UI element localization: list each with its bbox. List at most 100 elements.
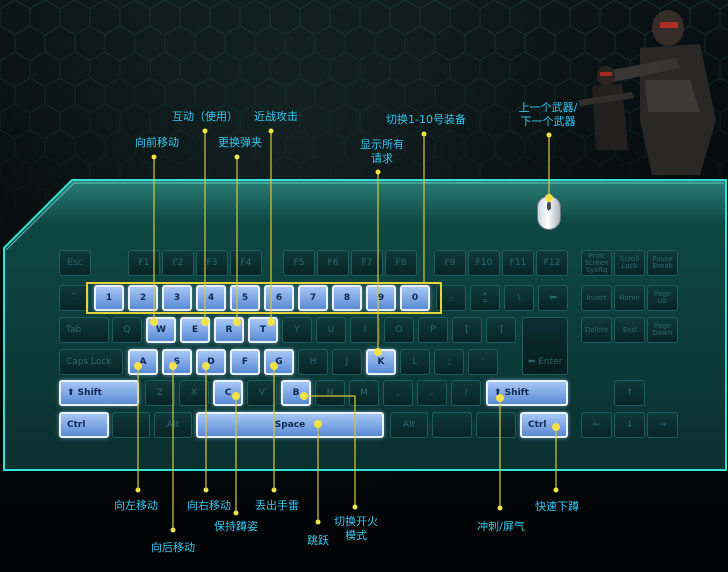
key-f12[interactable]: F12: [536, 250, 568, 276]
key-c[interactable]: C: [213, 380, 243, 406]
key-6[interactable]: 6: [264, 285, 294, 311]
key-p[interactable]: P: [418, 317, 448, 343]
key-delete[interactable]: Delete: [581, 317, 612, 343]
key-q[interactable]: Q: [112, 317, 142, 343]
key-9[interactable]: 9: [366, 285, 396, 311]
key-menu[interactable]: [476, 412, 516, 438]
label-move-back: 向后移动: [151, 541, 195, 554]
key-f7[interactable]: F7: [351, 250, 383, 276]
mouse-wheel-icon: [547, 202, 551, 210]
key-right-ctrl[interactable]: Ctrl: [520, 412, 568, 438]
key-v[interactable]: V: [247, 380, 277, 406]
key-left-ctrl[interactable]: Ctrl: [59, 412, 109, 438]
label-show-all-requests: 显示所有 请求: [360, 138, 404, 165]
key-f3[interactable]: F3: [196, 250, 228, 276]
key-z[interactable]: Z: [145, 380, 175, 406]
key-f9[interactable]: F9: [434, 250, 466, 276]
key-k[interactable]: K: [366, 349, 396, 375]
key-tab[interactable]: Tab: [59, 317, 109, 343]
key-n[interactable]: N: [315, 380, 345, 406]
key-2[interactable]: 2: [128, 285, 158, 311]
key-r[interactable]: R: [214, 317, 244, 343]
label-move-forward: 向前移动: [135, 136, 179, 149]
key-f8[interactable]: F8: [385, 250, 417, 276]
key-enter[interactable]: ⬅ Enter: [522, 317, 568, 375]
key-e[interactable]: E: [180, 317, 210, 343]
key-f[interactable]: F: [230, 349, 260, 375]
key-backspace[interactable]: ⬅: [538, 285, 568, 311]
label-melee: 近战攻击: [254, 110, 298, 123]
key-5[interactable]: 5: [230, 285, 260, 311]
key-s[interactable]: S: [162, 349, 192, 375]
key-space[interactable]: Space: [196, 412, 384, 438]
key-right-shift[interactable]: ⬆ Shift: [486, 380, 568, 406]
key-0[interactable]: 0: [400, 285, 430, 311]
key-home[interactable]: Home: [614, 285, 645, 311]
key-g[interactable]: G: [264, 349, 294, 375]
number-keys-highlight-frame: [86, 282, 442, 314]
key-i[interactable]: I: [350, 317, 380, 343]
key-right-alt[interactable]: Alt: [390, 412, 428, 438]
key-t[interactable]: T: [248, 317, 278, 343]
key-arrow-up[interactable]: ↑: [614, 380, 645, 406]
key-left-bracket[interactable]: [: [452, 317, 482, 343]
key-w[interactable]: W: [146, 317, 176, 343]
key-esc[interactable]: Esc: [59, 250, 91, 276]
key-3[interactable]: 3: [162, 285, 192, 311]
key-quote[interactable]: ': [468, 349, 498, 375]
key-arrow-left[interactable]: ←: [581, 412, 612, 438]
key-f6[interactable]: F6: [317, 250, 349, 276]
key-backslash[interactable]: \: [504, 285, 534, 311]
key-tilde[interactable]: ~ `: [59, 285, 89, 311]
key-left-alt[interactable]: Alt: [154, 412, 192, 438]
key-comma[interactable]: ,: [383, 380, 413, 406]
key-f4[interactable]: F4: [230, 250, 262, 276]
key-f11[interactable]: F11: [502, 250, 534, 276]
key-right-bracket[interactable]: ]: [486, 317, 516, 343]
key-h[interactable]: H: [298, 349, 328, 375]
key-b[interactable]: B: [281, 380, 311, 406]
key-j[interactable]: J: [332, 349, 362, 375]
key-slash[interactable]: /: [451, 380, 481, 406]
label-interact: 互动（使用）: [172, 110, 238, 123]
key-f1[interactable]: F1: [128, 250, 160, 276]
key-7[interactable]: 7: [298, 285, 328, 311]
key-4[interactable]: 4: [196, 285, 226, 311]
key-m[interactable]: M: [349, 380, 379, 406]
label-quick-crouch: 快速下蹲: [535, 500, 579, 513]
key-arrow-right[interactable]: →: [647, 412, 678, 438]
key-scroll-lock[interactable]: Scroll Lock: [614, 250, 645, 276]
key-print-screen[interactable]: Print Screen SysRq: [581, 250, 612, 276]
label-jump: 跳跃: [307, 534, 329, 547]
key-f10[interactable]: F10: [468, 250, 500, 276]
label-switch-weapon: 上一个武器/ 下一个武器: [518, 101, 578, 128]
key-equals[interactable]: + =: [470, 285, 500, 311]
key-l[interactable]: L: [400, 349, 430, 375]
key-page-down[interactable]: Page Down: [647, 317, 678, 343]
key-insert[interactable]: Insert: [581, 285, 612, 311]
key-1[interactable]: 1: [94, 285, 124, 311]
key-f2[interactable]: F2: [162, 250, 194, 276]
key-u[interactable]: U: [316, 317, 346, 343]
mouse-icon: [537, 196, 561, 230]
label-move-right: 向右移动: [187, 499, 231, 512]
key-8[interactable]: 8: [332, 285, 362, 311]
key-page-up[interactable]: Page Up: [647, 285, 678, 311]
key-semicolon[interactable]: ;: [434, 349, 464, 375]
key-caps-lock[interactable]: Caps Lock: [59, 349, 123, 375]
key-y[interactable]: Y: [282, 317, 312, 343]
key-left-win[interactable]: [112, 412, 150, 438]
key-left-shift[interactable]: ⬆ Shift: [59, 380, 139, 406]
key-o[interactable]: O: [384, 317, 414, 343]
key-f5[interactable]: F5: [283, 250, 315, 276]
key-d[interactable]: D: [196, 349, 226, 375]
key-end[interactable]: End: [614, 317, 645, 343]
key-period[interactable]: .: [417, 380, 447, 406]
key-x[interactable]: X: [179, 380, 209, 406]
key-right-win[interactable]: [432, 412, 472, 438]
key-a[interactable]: A: [128, 349, 158, 375]
key-pause-break[interactable]: Pause Break: [647, 250, 678, 276]
label-fire-mode: 切换开火 模式: [334, 515, 378, 542]
key-arrow-down[interactable]: ↓: [614, 412, 645, 438]
label-sprint: 冲刺/屏气: [477, 520, 525, 533]
